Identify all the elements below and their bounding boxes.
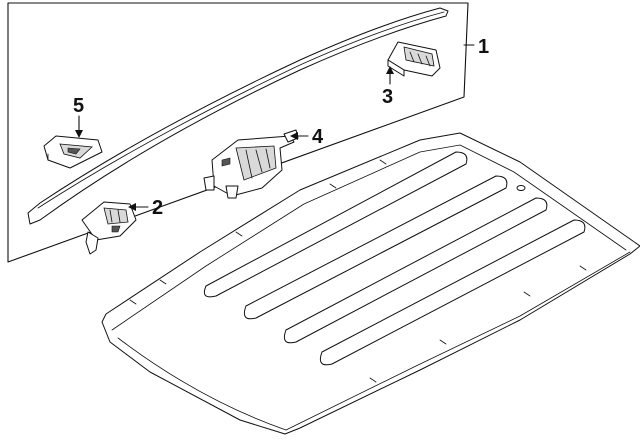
callout-4: 4 xyxy=(312,126,324,148)
group-enclosure xyxy=(7,2,475,263)
callout-2: 2 xyxy=(152,197,163,219)
part-3-clip xyxy=(387,41,441,77)
part-2-clip xyxy=(81,201,137,255)
callout-3: 3 xyxy=(382,86,393,108)
callout-5: 5 xyxy=(73,95,84,117)
part-4-bracket xyxy=(203,129,299,199)
part-5-clip xyxy=(43,135,103,169)
roof-moulding xyxy=(27,7,449,225)
roof-panel xyxy=(101,132,640,435)
leader-lines xyxy=(75,66,394,211)
callout-1: 1 xyxy=(478,36,489,58)
